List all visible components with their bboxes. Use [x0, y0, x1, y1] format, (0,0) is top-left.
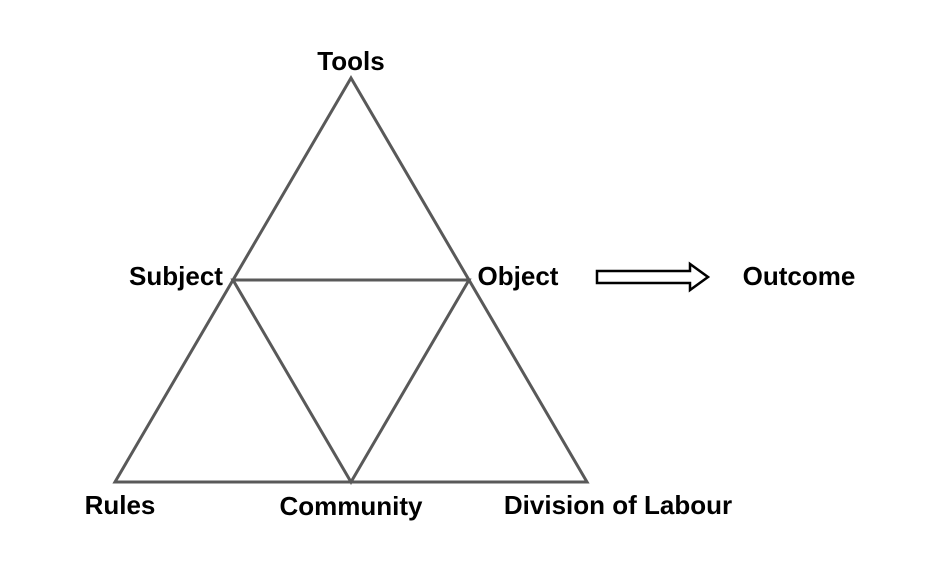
node-label-object: Object [477, 261, 559, 291]
node-label-outcome: Outcome [742, 261, 856, 291]
outcome-arrow-icon [595, 261, 711, 293]
node-label-tools: Tools [317, 46, 385, 76]
node-label-subject: Subject [129, 261, 223, 291]
node-label-division-of-labour: Division of Labour [503, 490, 733, 520]
inner-triangle [230, 278, 472, 485]
node-label-rules: Rules [84, 490, 156, 520]
node-label-community: Community [279, 491, 423, 521]
